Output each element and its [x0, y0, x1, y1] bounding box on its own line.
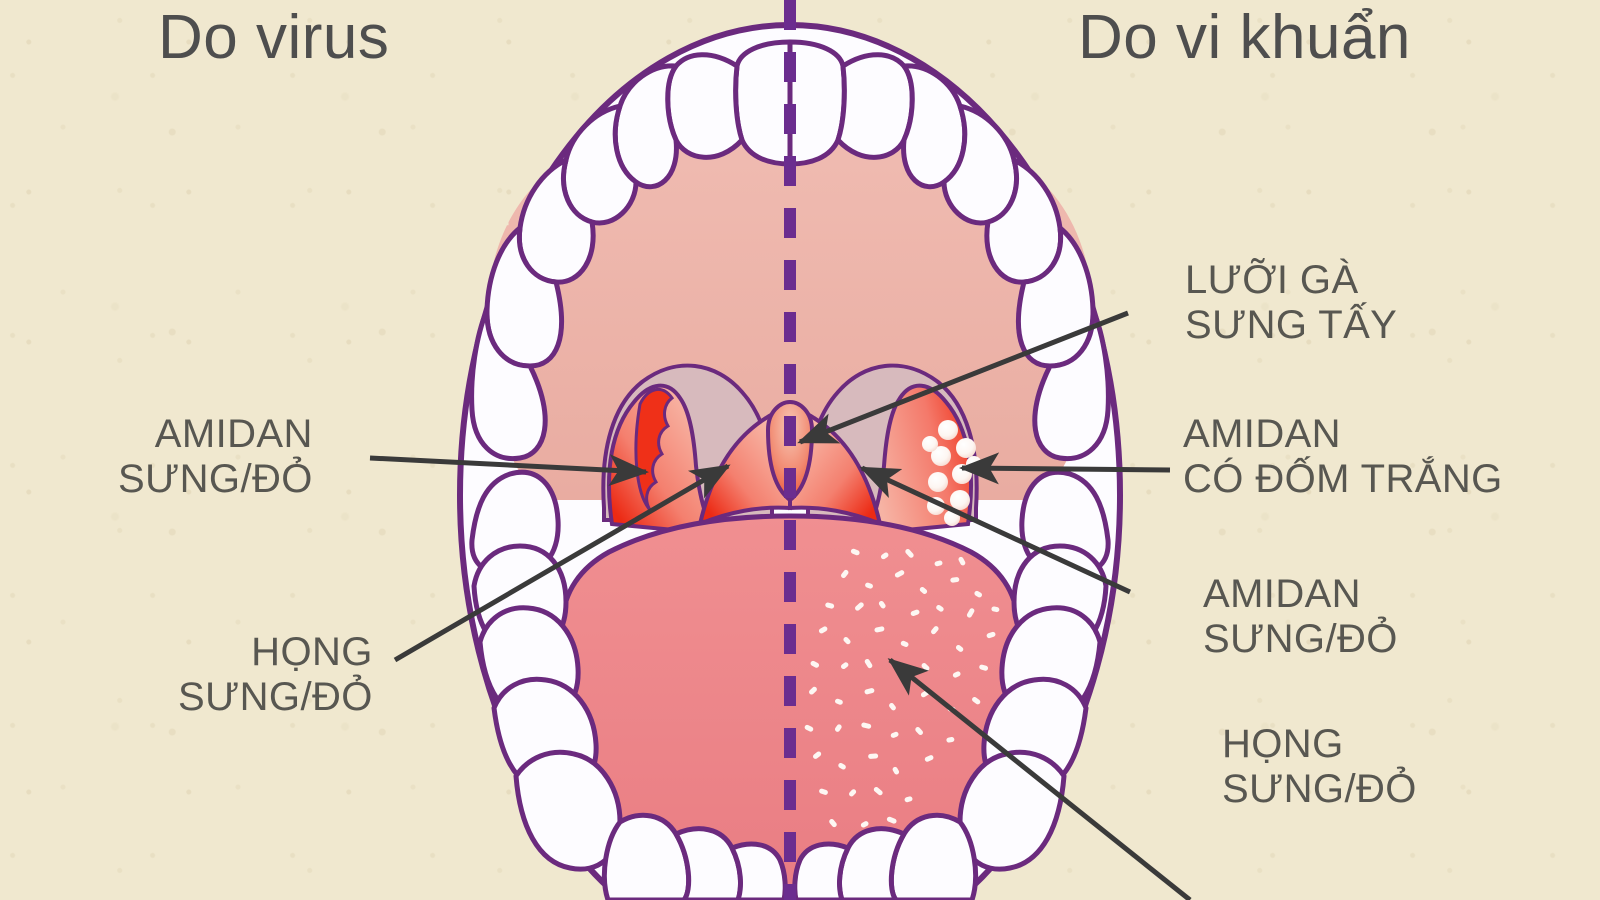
callout-line-1: AMIDAN [1183, 412, 1341, 456]
callout-line-2: SƯNG/ĐỎ [1222, 766, 1417, 811]
leader-luoi-ga [797, 310, 1129, 445]
callout-hong-sung-do-right: HỌNG SƯNG/ĐỎ [1222, 722, 1417, 812]
callout-amidan-co-dom-trang: AMIDAN CÓ ĐỐM TRẮNG [1183, 412, 1503, 502]
upper-teeth-arch [469, 39, 1111, 462]
leader-amidan-left [369, 454, 649, 487]
tongue-white-speckles [804, 548, 1000, 861]
callout-amidan-sung-do-left: AMIDAN SƯNG/ĐỎ [118, 412, 313, 502]
leader-hong-right [887, 658, 1192, 900]
callout-line-2: SƯNG/ĐỎ [118, 456, 313, 501]
callout-line-2: CÓ ĐỐM TRẮNG [1183, 456, 1503, 501]
leader-hong-left [393, 463, 731, 663]
leader-lines [369, 310, 1192, 900]
callout-line-1: HỌNG [251, 630, 373, 674]
callout-luoi-ga-sung-tay: LƯỠI GÀ SƯNG TẤY [1185, 258, 1397, 348]
callout-amidan-sung-do-right: AMIDAN SƯNG/ĐỎ [1203, 572, 1398, 662]
callout-line-1: LƯỠI GÀ [1185, 258, 1359, 302]
callout-line-1: AMIDAN [154, 412, 313, 456]
leader-amidan-dom-trang [959, 452, 1171, 485]
callout-line-2: SƯNG TẤY [1185, 302, 1398, 347]
callout-line-2: SƯNG/ĐỎ [1203, 616, 1398, 661]
header-viral: Do virus [158, 3, 390, 72]
leader-amidan-right [859, 465, 1132, 595]
callout-line-1: HỌNG [1222, 722, 1344, 766]
callout-line-1: AMIDAN [1203, 572, 1361, 616]
header-bacterial: Do vi khuẩn [1078, 3, 1411, 72]
callout-hong-sung-do-left: HỌNG SƯNG/ĐỎ [178, 630, 373, 720]
tongue [558, 513, 1022, 900]
callout-line-2: SƯNG/ĐỎ [178, 674, 373, 719]
